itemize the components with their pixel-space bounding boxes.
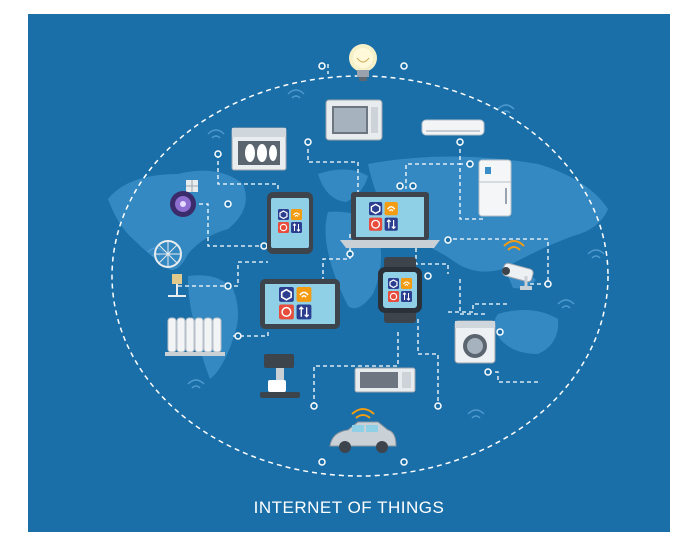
satellite-antenna-icon <box>154 240 186 297</box>
light-bulb-icon <box>349 44 377 81</box>
smartwatch-icon <box>378 257 422 323</box>
smart-car-icon <box>329 408 397 453</box>
washing-machine-icon <box>454 320 496 364</box>
tablet-icon <box>260 279 340 329</box>
webcam-icon <box>170 180 198 217</box>
laptop-icon <box>340 192 440 248</box>
radiator-heater-icon <box>165 317 225 356</box>
iot-poster: INTERNET OF THINGS <box>28 14 670 532</box>
iot-illustration <box>108 44 609 477</box>
refrigerator-icon <box>478 159 512 217</box>
poster-caption: INTERNET OF THINGS <box>253 498 445 517</box>
security-camera-icon <box>502 240 534 290</box>
microwave-icon <box>354 367 416 393</box>
coffee-machine-icon <box>260 354 300 398</box>
smartphone-icon <box>267 192 313 254</box>
dishwasher-icon <box>231 127 287 171</box>
microwave-oven-icon <box>325 99 383 141</box>
air-conditioner-icon <box>421 119 485 136</box>
network-ring <box>111 75 609 477</box>
